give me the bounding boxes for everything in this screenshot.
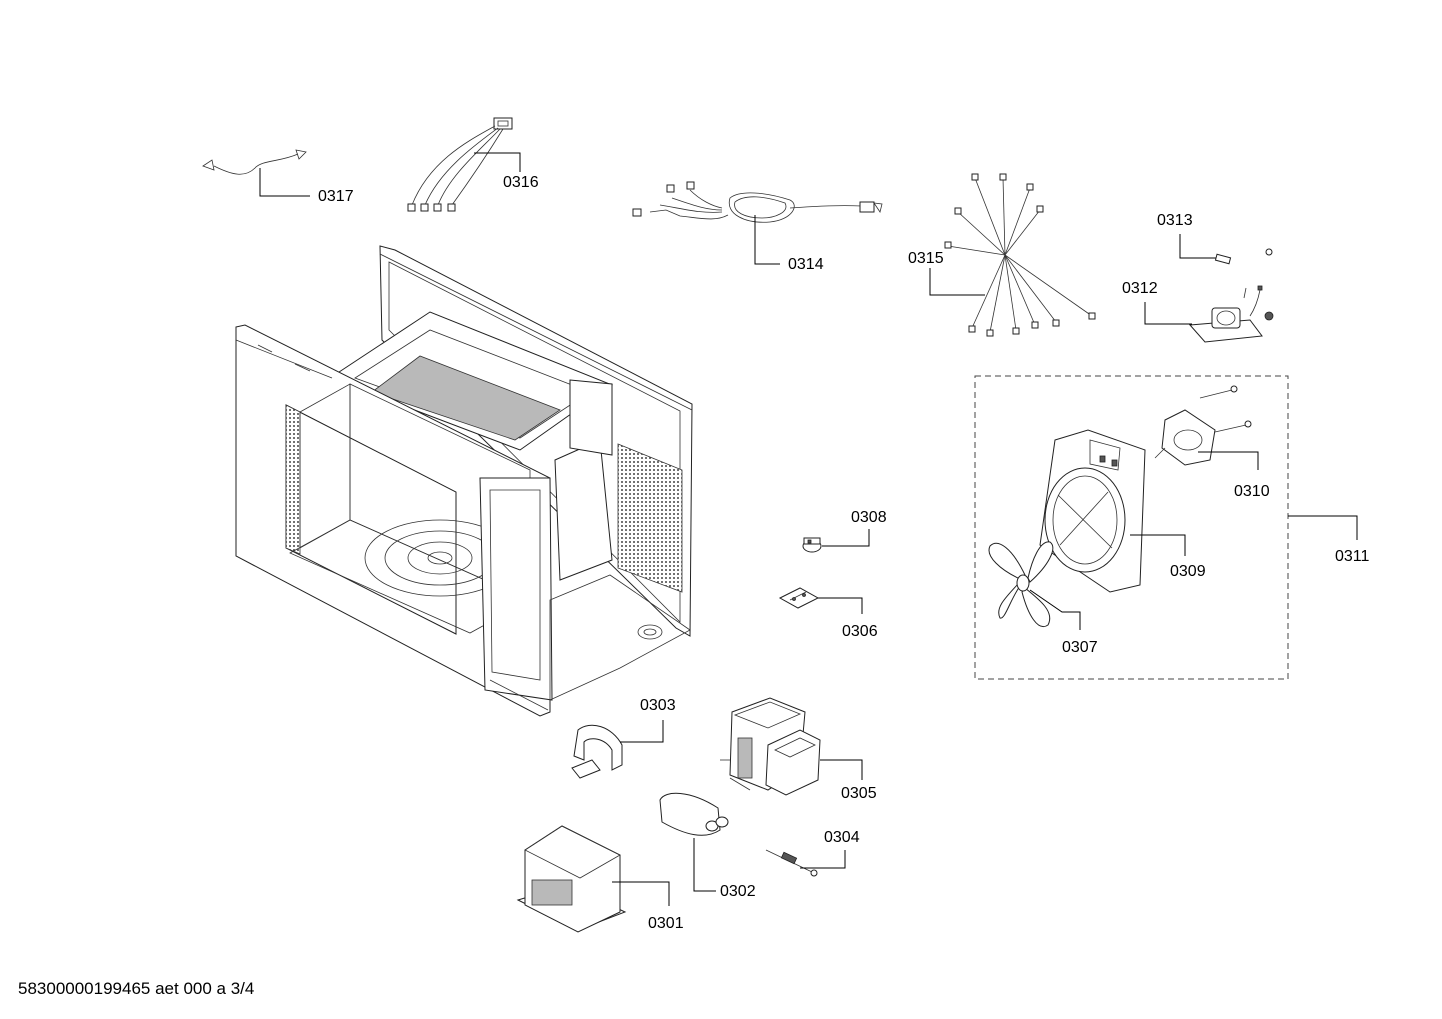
oven-cavity-housing[interactable]	[235, 245, 693, 717]
label-0314: 0314	[788, 256, 824, 273]
part-0307-fan-blade[interactable]	[988, 541, 1081, 630]
part-0305-magnetron[interactable]	[720, 697, 863, 796]
part-0314-wire-harness[interactable]	[632, 181, 883, 265]
label-0316: 0316	[503, 174, 539, 191]
part-0312-filter-board[interactable]	[1144, 248, 1274, 343]
part-0302-capacitor[interactable]	[659, 792, 729, 892]
label-0311: 0311	[1335, 548, 1370, 565]
label-0309: 0309	[1170, 563, 1206, 580]
label-0312: 0312	[1122, 280, 1158, 297]
group-0311-box	[974, 375, 1289, 680]
label-0306: 0306	[842, 623, 878, 640]
document-footer-code: 58300000199465 aet 000 a 3/4	[18, 979, 255, 998]
label-0317: 0317	[318, 188, 354, 205]
label-0304: 0304	[824, 829, 860, 846]
part-0315-wire-bundle[interactable]	[929, 173, 1096, 337]
label-0307: 0307	[1062, 639, 1098, 656]
part-0303-bracket[interactable]	[571, 720, 664, 779]
label-0310: 0310	[1234, 483, 1270, 500]
part-0304-diode[interactable]	[765, 849, 846, 877]
label-0313: 0313	[1157, 212, 1193, 229]
label-0315: 0315	[908, 250, 944, 267]
label-0301: 0301	[648, 915, 684, 932]
part-0306-bracket[interactable]	[778, 587, 863, 614]
label-0303: 0303	[640, 697, 676, 714]
part-0308-thermostat[interactable]	[802, 529, 870, 553]
part-0301-transformer[interactable]	[516, 825, 670, 933]
part-0313-fuse[interactable]	[1179, 234, 1232, 265]
label-0302: 0302	[720, 883, 756, 900]
part-0309-fan-shroud[interactable]	[1039, 429, 1186, 593]
label-0305: 0305	[841, 785, 877, 802]
part-0310-fan-motor[interactable]	[1154, 385, 1259, 470]
part-0316-wire-harness[interactable]	[407, 117, 521, 212]
label-0308: 0308	[851, 509, 887, 526]
part-0317-cable[interactable]	[202, 149, 310, 197]
